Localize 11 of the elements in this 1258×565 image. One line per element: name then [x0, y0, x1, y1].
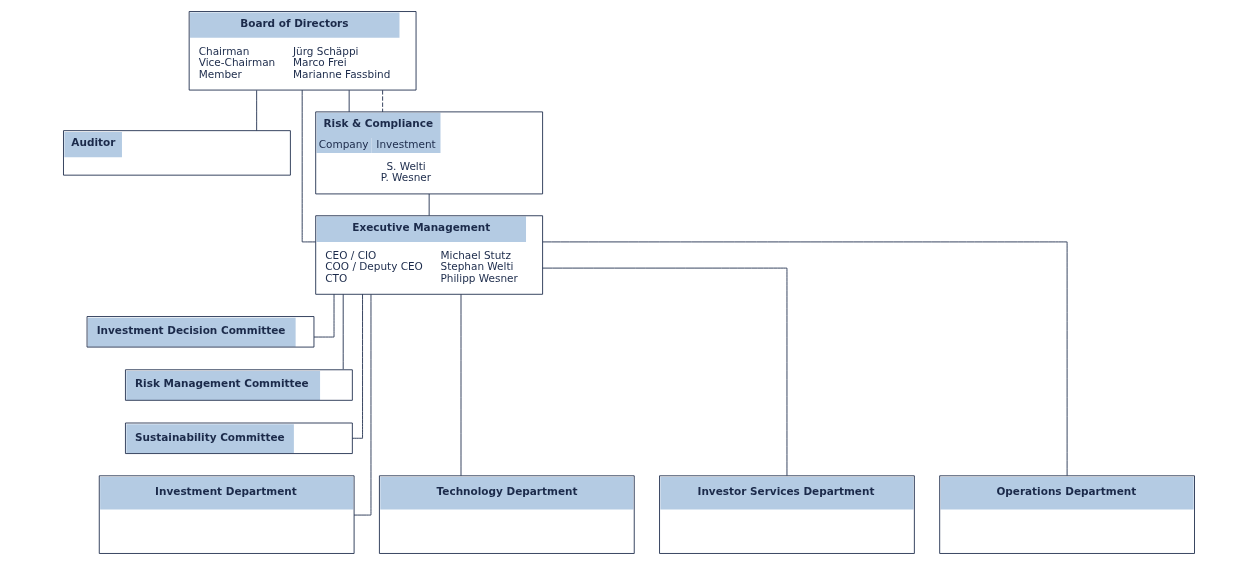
connector [352, 293, 363, 439]
connector [460, 294, 462, 477]
connector [353, 294, 372, 516]
connector [382, 89, 384, 113]
connector [256, 90, 258, 131]
connector [348, 89, 350, 113]
connector [542, 241, 1068, 476]
connector [313, 293, 335, 338]
connector [342, 293, 344, 370]
connector [428, 193, 430, 216]
connector [542, 267, 788, 476]
